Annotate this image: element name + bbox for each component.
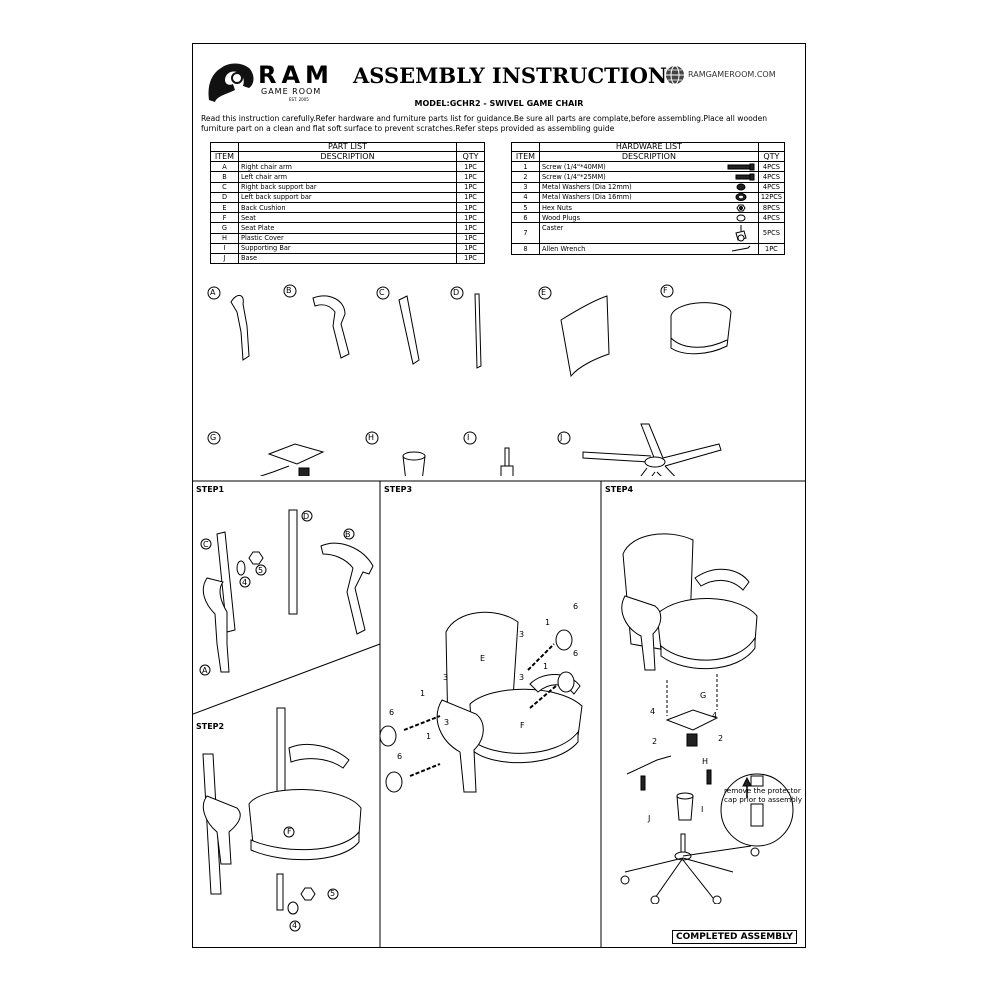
part-label-f: F [663, 286, 668, 295]
caster-icon [735, 225, 747, 242]
parts-illustrations [207, 284, 732, 476]
part-label-e: E [541, 288, 547, 297]
hex-nut-icon [736, 204, 746, 212]
wood-plug-icon [736, 214, 746, 222]
step-dividers [193, 480, 805, 947]
cell-desc: Wood Plugs [538, 212, 759, 224]
logo-subtitle: GAME ROOM [261, 87, 322, 96]
part-label-i: I [467, 433, 470, 442]
page-title: ASSEMBLY INSTRUCTIONS [353, 63, 683, 88]
step3-label: STEP3 [384, 485, 413, 494]
short-screw-icon [735, 173, 755, 181]
step3-label-e: E [480, 654, 486, 663]
step3-callout-3d: 3 [444, 718, 450, 727]
step4-label-g: G [700, 691, 707, 700]
step4-label: STEP4 [605, 485, 634, 494]
step1-callout-4: 4 [242, 578, 248, 587]
step4-callout-2b: 2 [718, 734, 724, 743]
step3-illustration [380, 611, 583, 793]
part-label-d: D [453, 288, 460, 297]
cell-desc: Base [237, 252, 458, 265]
step1-label-a: A [202, 666, 208, 675]
part-label-c: C [379, 288, 385, 297]
small-washer-icon [736, 183, 746, 191]
instruction-sheet: RAM GAME ROOM EST. 2005 ASSEMBLY INSTRUC… [192, 43, 806, 948]
step3-callout-6d: 6 [397, 752, 403, 761]
step4-callout-2a: 2 [652, 737, 658, 746]
cell-qty: 1PC [456, 252, 485, 265]
part-label-h: H [368, 433, 375, 442]
allen-wrench-icon [731, 245, 751, 252]
step4-label-h: H [702, 757, 709, 766]
step3-callout-6c: 6 [389, 708, 395, 717]
step1-label-b: B [345, 530, 351, 539]
step3-label-f: F [520, 721, 525, 730]
step3-callout-3a: 3 [519, 630, 525, 639]
step3-callout-6a: 6 [573, 602, 579, 611]
step1-label-d: D [303, 512, 310, 521]
step1-callout-5: 5 [258, 566, 264, 575]
step3-callout-6b: 6 [573, 649, 579, 658]
part-label-b: B [286, 286, 292, 295]
step4-label-i: I [701, 805, 704, 814]
long-screw-icon [727, 163, 755, 171]
step1-label: STEP1 [196, 485, 225, 494]
logo-wordmark: RAM [258, 61, 334, 89]
step3-callout-1c: 1 [420, 689, 426, 698]
step1-label-c: C [203, 540, 209, 549]
step3-callout-3c: 3 [443, 673, 449, 682]
step2-label-f: F [287, 827, 292, 836]
cell-qty: 1PC [757, 243, 786, 255]
step2-illustration [202, 707, 362, 932]
ram-logo-icon [208, 63, 254, 102]
step4-callout-4a: 4 [650, 707, 656, 716]
logo-established: EST. 2005 [289, 97, 309, 102]
step4-illustration [620, 533, 794, 904]
step4-callout-4b: 4 [712, 711, 718, 720]
globe-icon [666, 65, 684, 85]
step3-callout-3b: 3 [519, 673, 525, 682]
step3-callout-1b: 1 [543, 662, 549, 671]
website-url[interactable]: RAMGAMEROOM.COM [688, 70, 776, 79]
model-number: MODEL:GCHR2 - SWIVEL GAME CHAIR [414, 99, 584, 108]
cell-qty: 4PCS [757, 212, 786, 224]
step2-callout-4: 4 [292, 921, 298, 930]
step2-label: STEP2 [196, 722, 225, 731]
large-washer-icon [735, 193, 747, 202]
step1-illustration [199, 509, 374, 676]
step2-callout-5: 5 [330, 889, 336, 898]
part-list-title: PART LIST [237, 142, 458, 152]
step3-callout-1d: 1 [426, 732, 432, 741]
protector-note: remove the protector cap prior to assemb… [724, 786, 802, 804]
step4-label-j: J [648, 814, 651, 823]
completed-assembly-label: COMPLETED ASSEMBLY [672, 930, 797, 944]
step3-callout-1a: 1 [545, 618, 551, 627]
intro-text: Read this instruction carefully.Refer ha… [201, 114, 768, 133]
part-label-j: J [560, 433, 563, 442]
part-label-g: G [210, 433, 217, 442]
part-label-a: A [210, 288, 216, 297]
